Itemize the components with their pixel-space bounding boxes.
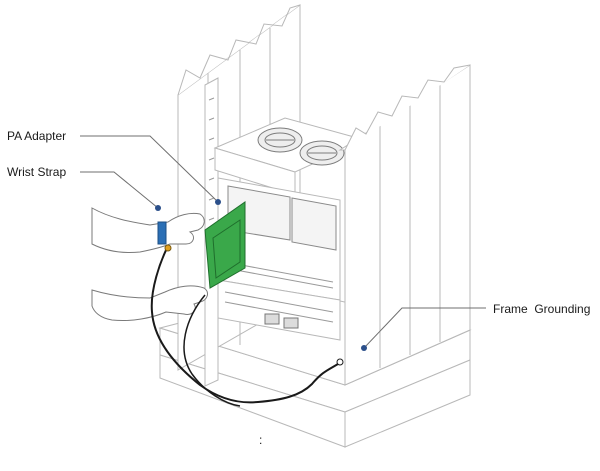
ground-clip <box>336 358 344 366</box>
pa-adapter-label: PA Adapter <box>7 129 66 143</box>
card-cage <box>217 177 341 341</box>
grounding-wire <box>183 294 241 407</box>
grounding-wire <box>150 245 339 404</box>
leader-frame-grounding <box>361 307 486 351</box>
gloved-hand-icon <box>91 285 208 321</box>
wrist-strap-label: Wrist Strap <box>7 165 66 179</box>
wrist-strap-clip <box>164 244 172 252</box>
footnote-mark: : <box>259 433 262 447</box>
frame-grounding-label: Frame Grounding <box>493 302 590 316</box>
leader-wrist-strap <box>80 171 161 211</box>
fan-icon <box>257 127 303 153</box>
fan-tray <box>213 117 367 196</box>
fan-icon <box>299 140 345 166</box>
leader-pa-adapter <box>80 135 221 205</box>
pa-adapter-board <box>204 201 246 289</box>
cabinet-right-panel <box>338 64 471 386</box>
gloved-hand-icon <box>91 207 205 253</box>
